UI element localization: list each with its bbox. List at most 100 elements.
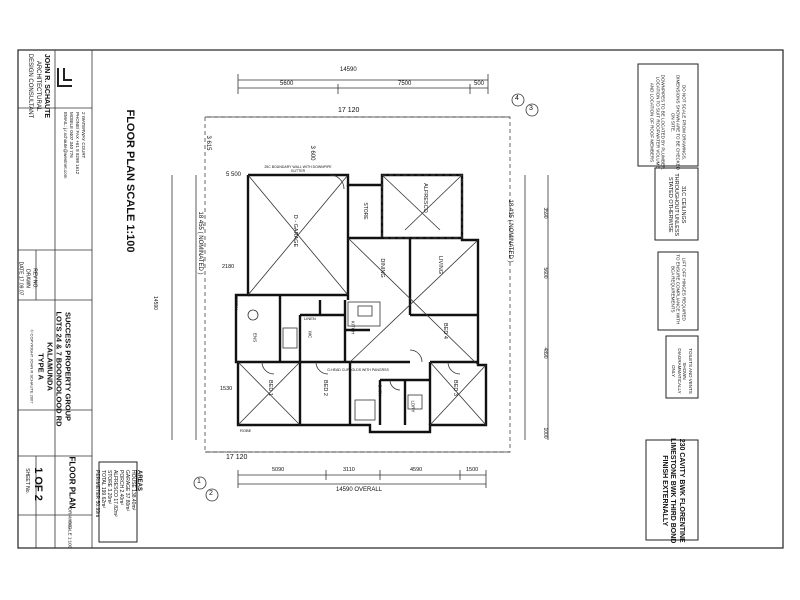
designer-line3: DESIGN CONSULTANT <box>27 53 33 119</box>
designer-address: 2 WATERWAY COURT <box>81 112 86 159</box>
room-robe: ROBE <box>240 428 252 433</box>
dim-side-left: 18 455 ( NOMINATED ) <box>197 211 203 275</box>
area-row-label: HOUSE <box>130 470 136 488</box>
areas-content: AREAS HOUSE 138.40m² GARAGE 37.80m² PORC… <box>94 470 142 550</box>
room-ens: ENS <box>252 332 258 343</box>
dim-right-c: 4890 <box>542 347 548 359</box>
areas-table <box>98 461 138 543</box>
room-garage: D - GARAGE <box>292 214 298 248</box>
note-brickwork: 230 CAVITY BWK FLORENTINE LIMESTONE BWK … <box>660 438 685 544</box>
room-bed3: BED 3 <box>452 380 458 396</box>
project-copyright: © COPYRIGHT JOHN R SCHAUTE 2007 <box>29 329 35 404</box>
sheet-border <box>17 49 784 549</box>
note-text: DOWNPIPES TO BE LOCATED BY PLUMBER. LOCA… <box>650 74 666 171</box>
room-kitchen: KITCH <box>350 320 356 335</box>
marker-circle <box>205 488 219 502</box>
area-row-label: PERIMETER <box>94 470 100 500</box>
area-row-label: GARAGE <box>124 470 130 492</box>
rev-label: REV <box>31 268 38 279</box>
roof-lines <box>237 174 487 426</box>
project-type: TYPE A <box>36 353 46 380</box>
dim-right-b: 5600 <box>542 267 548 279</box>
dim-side-right: 18 435 ( NOMINATED ) <box>507 199 513 263</box>
designer-logo <box>57 68 72 87</box>
dim-height: 14590 <box>152 296 158 310</box>
dim-bottom-overall: 14590 OVERALL <box>336 487 383 493</box>
alfresco-outline <box>381 174 463 239</box>
note-boundary-wall: 25C BOUNDARY WALL WITH DOWNPIPE GUTTER <box>264 165 332 173</box>
designer-mobile: MOBILE 0407 340 776 <box>69 112 74 158</box>
room-living: LIVING <box>437 255 443 275</box>
section-marker-a: 1 <box>197 478 201 485</box>
area-row-value: 138.40m² <box>130 489 136 511</box>
area-row-value: 3.20m² <box>106 488 112 505</box>
scale-value: 1:100 <box>67 536 73 549</box>
project-suburb: KALAMUNDA <box>45 342 55 391</box>
dim-setback-c: 5 500 <box>226 172 242 178</box>
room-dining: DINING <box>379 258 385 278</box>
sheet-label: SHEET No. <box>24 468 30 494</box>
designer-contact: 2 WATERWAY COURT PHONE/ FAX +61 8 9298 1… <box>62 112 86 252</box>
area-row-value: 2.40m² <box>118 489 124 506</box>
section-marker-b: 2 <box>209 490 213 497</box>
project-lots: LOTS 24 & 7 BOONOOLOOD RD <box>54 311 64 427</box>
project-block: SUCCESS PROPERTY GROUP LOTS 24 & 7 BOONO… <box>28 311 73 427</box>
marker-circle <box>511 93 525 107</box>
scale-block: SCALE 1:100 <box>68 515 73 555</box>
dim-setback-a: 3 615 <box>205 135 211 151</box>
plan-title: FLOOR PLAN SCALE 1:100 <box>124 109 136 253</box>
scale-label: SCALE <box>67 520 73 536</box>
note-box <box>665 335 699 399</box>
room-alfresco: ALFRESCO <box>422 183 428 213</box>
dim-top-a: 5600 <box>280 81 294 87</box>
dim-span-bottom: 17 120 <box>226 454 248 461</box>
room-porch: PORCH <box>234 295 240 310</box>
dim-left-a: 2180 <box>222 264 235 270</box>
dim-span-top: 17 120 <box>338 107 360 114</box>
site-boundary <box>204 116 511 453</box>
dim-right-d: 1000 <box>542 427 548 439</box>
dim-bottom-a: 5090 <box>272 467 285 473</box>
basin <box>247 309 259 321</box>
note-box <box>645 439 699 541</box>
date-label: DATE <box>17 261 24 275</box>
kitchen-bench <box>347 301 381 327</box>
room-bed4: BED 4 <box>442 323 448 339</box>
dim-top-overall: 14590 <box>340 67 357 73</box>
room-bed1: BED 1 <box>267 380 273 396</box>
dim-bottom-b: 3110 <box>343 467 355 473</box>
room-bath: BATH <box>377 384 383 397</box>
drawn-label: DRAWN <box>24 269 31 288</box>
area-row-label: PORCH <box>118 470 124 489</box>
note-ceilings: 31C CEILINGS THROUGHOUT UNLESS STATED OT… <box>666 173 686 237</box>
vanity <box>282 327 298 349</box>
note-scale: DO NOT SCALE FROM DRAWINGS. DIMENSIONS S… <box>650 73 687 173</box>
marker-circle <box>525 103 539 117</box>
dim-bottom-d: 1500 <box>466 467 479 473</box>
north-marker-b: 4 <box>515 95 519 102</box>
area-row-value: 199.62m² <box>100 486 106 508</box>
designer-line2: ARCHITECTURAL <box>35 60 41 112</box>
room-wc: WC <box>307 330 313 339</box>
designer-phone: PHONE/ FAX +61 8 9298 1612 <box>75 112 80 175</box>
note-text: DO NOT SCALE FROM DRAWINGS. DIMENSIONS S… <box>670 74 687 171</box>
dim-top-c: 500 <box>474 81 485 87</box>
marker-circle <box>193 476 207 490</box>
project-client: SUCCESS PROPERTY GROUP <box>63 311 73 422</box>
sink <box>357 305 373 317</box>
area-row-value: 50.99m <box>94 500 100 518</box>
areas-title: AREAS <box>136 470 142 492</box>
note-hinges: LIFT OFF HINGES REQUIRED TO ENSURE COMPL… <box>670 254 687 325</box>
north-marker-a: 3 <box>529 105 533 112</box>
area-row-value: 17.82m² <box>112 498 118 517</box>
note-box <box>657 251 699 331</box>
bath-tub <box>354 399 376 421</box>
dim-right-a: 3590 <box>542 207 548 219</box>
note-toilets: TOILETS AND VENTS SHOWN DIAGRAMMATICALLY… <box>671 348 694 394</box>
room-ldry: LDRY <box>410 400 416 413</box>
note-bulkhead: G-HEAD CUPBOLDS WITH PANGRSS <box>327 368 389 372</box>
designer-block: JOHN R. SCHAUTE ARCHITECTURAL DESIGN CON… <box>26 41 50 131</box>
room-bed2: BED 2 <box>322 380 328 396</box>
